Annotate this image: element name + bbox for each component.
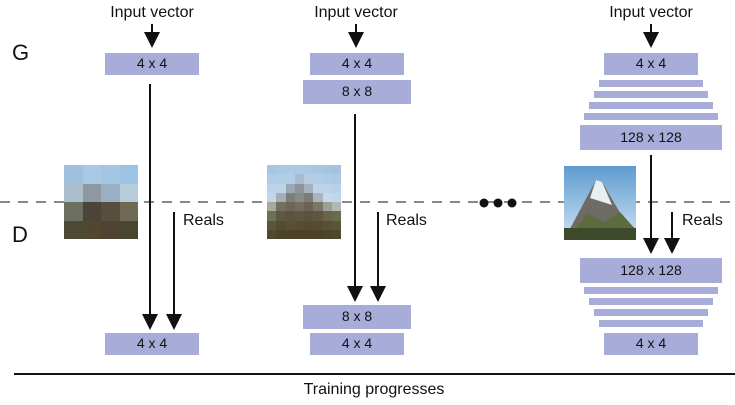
disc-intermediate-bar bbox=[589, 298, 713, 305]
three-dots-icon bbox=[479, 198, 517, 208]
reals-label-2: Reals bbox=[386, 212, 427, 229]
disc-block: 128 x 128 bbox=[580, 258, 722, 283]
gen-block: 4 x 4 bbox=[310, 53, 404, 75]
disc-block: 8 x 8 bbox=[303, 305, 411, 329]
generator-label: G bbox=[12, 40, 30, 65]
input-vector-label-3: Input vector bbox=[609, 4, 693, 21]
disc-intermediate-bar bbox=[594, 309, 708, 316]
disc-intermediate-bar bbox=[584, 287, 718, 294]
disc-block: 4 x 4 bbox=[310, 333, 404, 355]
gen-intermediate-bar bbox=[594, 91, 708, 98]
low-res-image-8x8 bbox=[267, 165, 341, 239]
gen-block: 128 x 128 bbox=[580, 125, 722, 150]
reals-label-1: Reals bbox=[183, 212, 224, 229]
gen-intermediate-bar bbox=[599, 80, 703, 87]
input-vector-label-1: Input vector bbox=[110, 4, 194, 21]
gen-intermediate-bar bbox=[589, 102, 713, 109]
high-res-image bbox=[564, 166, 636, 240]
disc-block: 4 x 4 bbox=[604, 333, 698, 355]
low-res-image-4x4 bbox=[64, 165, 138, 239]
gen-intermediate-bar bbox=[584, 113, 718, 120]
gen-block: 8 x 8 bbox=[303, 80, 411, 104]
disc-intermediate-bar bbox=[599, 320, 703, 327]
gen-block: 4 x 4 bbox=[604, 53, 698, 75]
training-progresses-label: Training progresses bbox=[303, 381, 445, 398]
disc-block: 4 x 4 bbox=[105, 333, 199, 355]
discriminator-label: D bbox=[12, 222, 28, 247]
input-vector-label-2: Input vector bbox=[314, 4, 398, 21]
reals-label-3: Reals bbox=[682, 212, 723, 229]
gen-block: 4 x 4 bbox=[105, 53, 199, 75]
